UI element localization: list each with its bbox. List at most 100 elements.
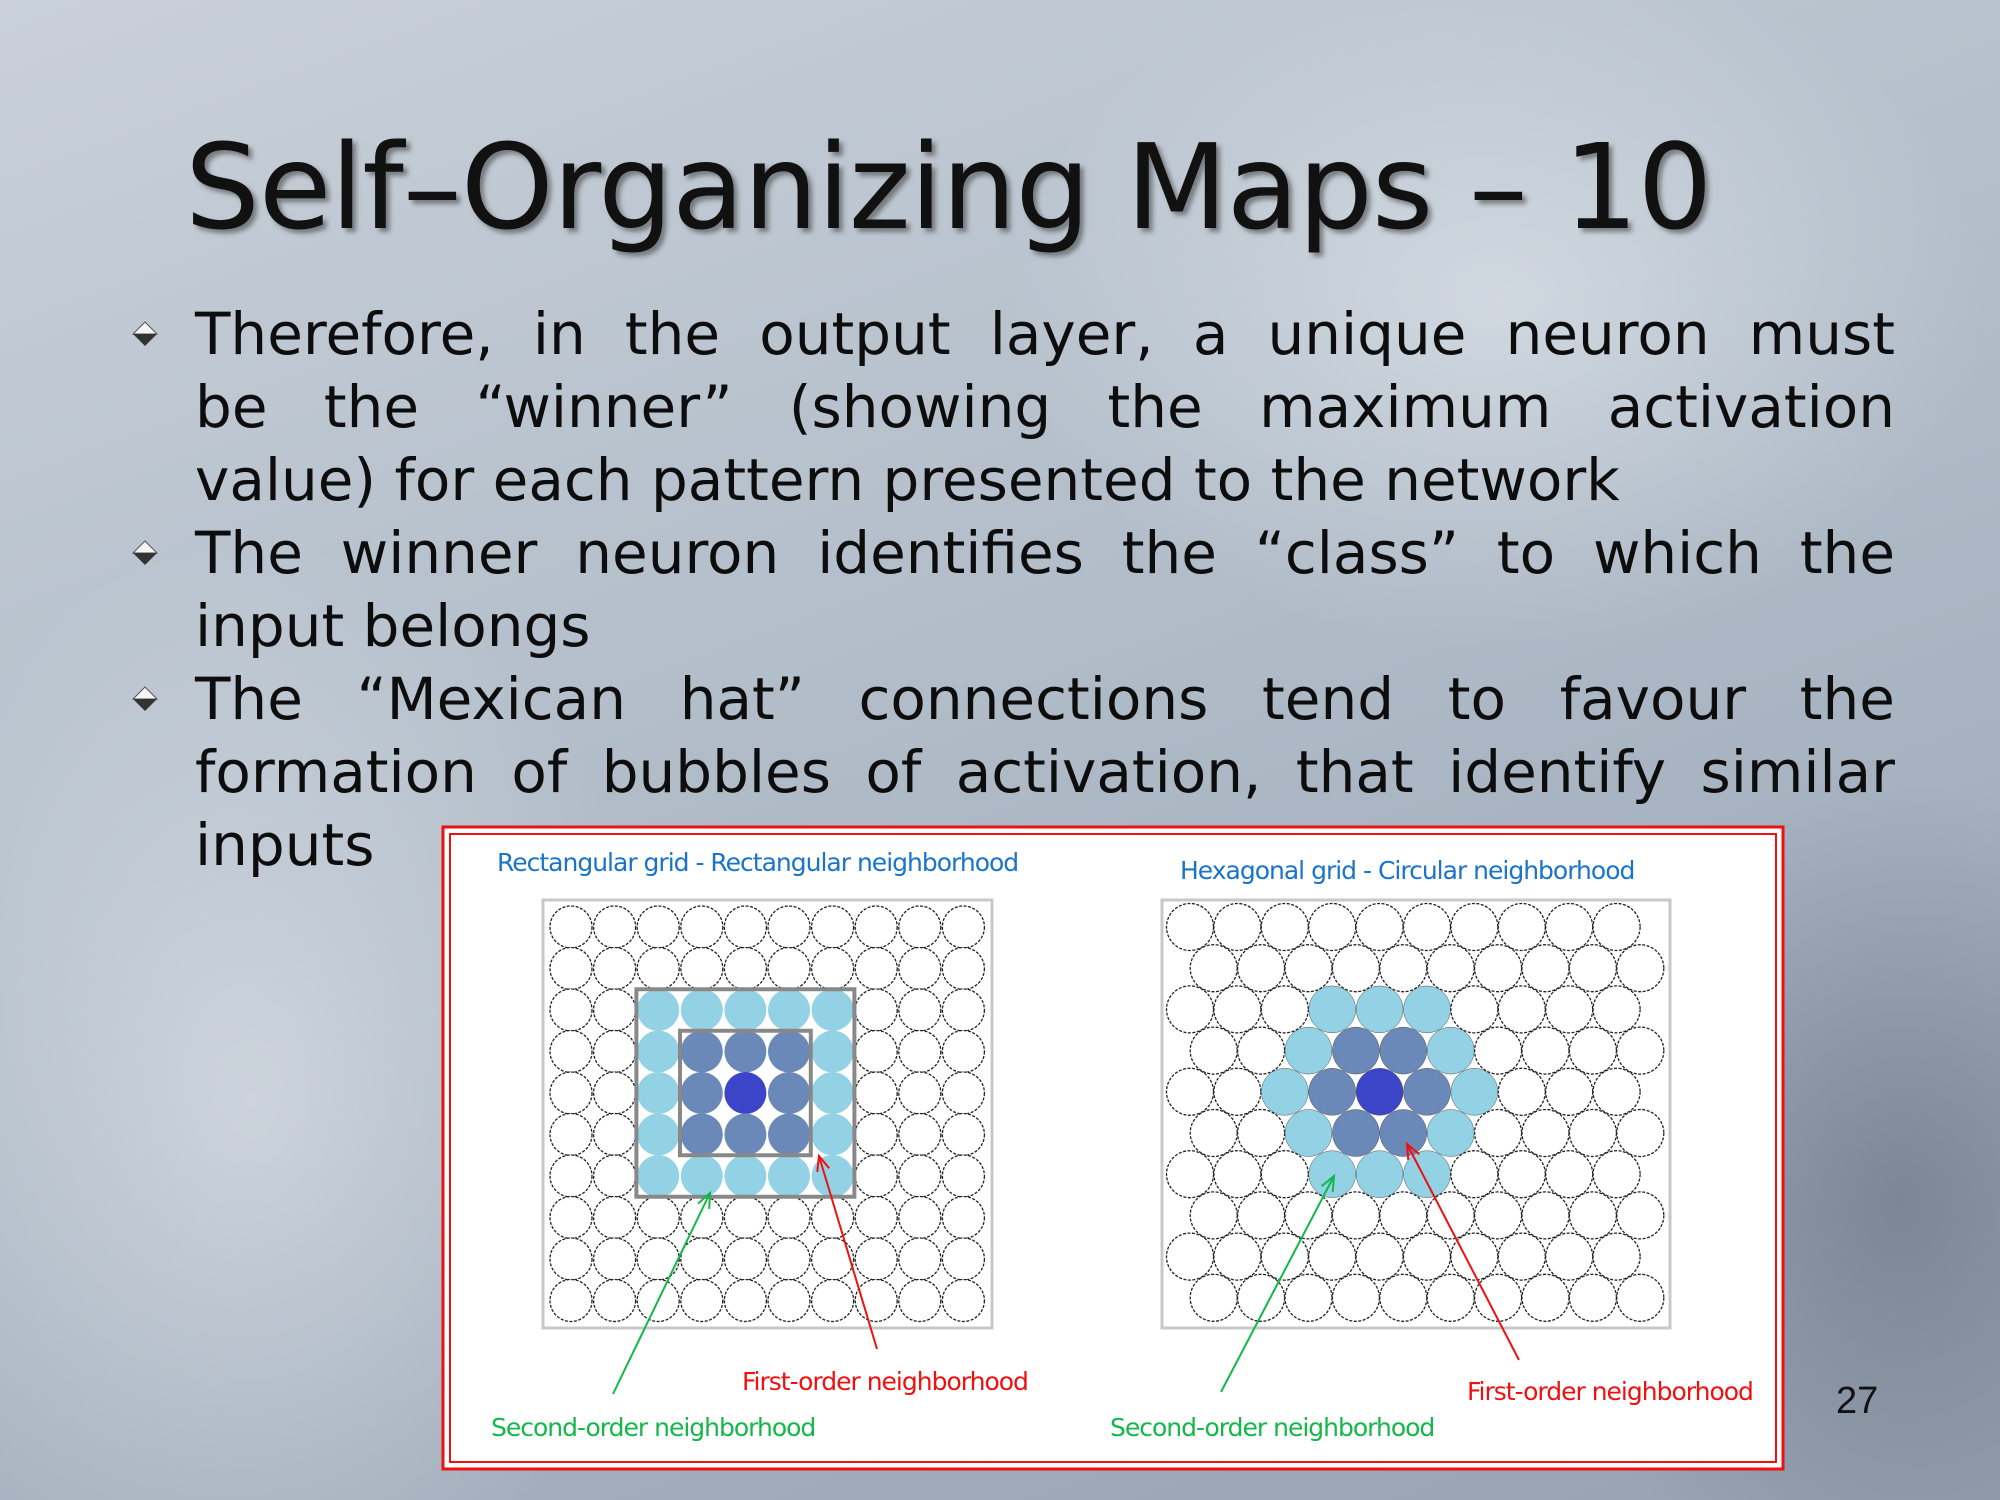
neuron [592,1195,637,1240]
arrows [612,1141,1520,1395]
neuron [1426,944,1475,993]
second-order-neuron [1426,1026,1475,1075]
neuron [898,1237,942,1281]
hex-grid-panel [1160,898,1672,1330]
neuron [1260,985,1309,1034]
neuron [767,1278,811,1323]
winner-neuron [1355,1068,1404,1116]
second-order-neuron [1284,1026,1333,1075]
second-order-neuron [811,1030,854,1073]
neuron [1616,1026,1665,1075]
neuron [549,1237,593,1281]
neuron [941,946,986,991]
neuron [1450,1150,1499,1199]
neuron [723,1278,768,1323]
neuron [941,1029,986,1074]
neuron [1402,1232,1452,1281]
neuron [1189,1108,1238,1158]
neuron [1213,1067,1262,1116]
neuron [1545,1150,1594,1199]
neuron [592,946,637,991]
neuron [854,1237,898,1281]
hex-second-order-label: Second-order neighborhood [1110,1413,1435,1442]
second-order-neuron [1355,985,1404,1034]
neuron [1165,1067,1215,1116]
neuron [1497,1067,1546,1116]
neuron [854,1278,898,1323]
second-order-neuron [1308,985,1356,1034]
neuron [636,905,680,949]
rect-second-order-arrow-head [697,1190,712,1210]
first-order-neuron [768,1072,810,1114]
neuron [1189,1273,1238,1322]
second-order-neuron [1355,1150,1404,1198]
hex-grid-title: Hexagonal grid - Circular neighborhood [1180,856,1635,885]
first-order-neuron [1332,1109,1380,1157]
neuron [680,905,724,949]
neuron [1213,902,1262,952]
second-order-neuron [637,989,680,1031]
second-order-neuron [724,989,767,1031]
neuron [1426,1273,1475,1322]
second-order-box [634,987,857,1199]
neuron [1450,1232,1499,1281]
neuron [592,1154,637,1198]
hex-first-order-arrow-head [1405,1141,1420,1161]
neuron [810,1195,855,1240]
second-order-neuron [1426,1109,1475,1157]
neuron [767,946,811,991]
neuron [1308,902,1357,952]
neuron [941,1154,986,1198]
neuron [549,1154,593,1198]
neuron [1521,944,1570,993]
rect-second-order-arrow [612,1192,711,1395]
neuron [549,1112,593,1157]
neuron [767,1195,811,1240]
neuron [1545,1067,1594,1116]
first-order-neuron [1308,1068,1356,1116]
first-order-neuron [680,1072,723,1114]
neuron [854,1154,898,1198]
neuron [941,905,986,949]
first-order-neuron [724,1030,767,1073]
neuron [1236,1026,1286,1075]
neuron [767,1237,811,1281]
neuron [941,1195,986,1240]
second-order-neuron [680,1155,723,1197]
neuron [1355,1232,1404,1281]
first-order-box [678,1028,813,1158]
neuron [1165,985,1215,1034]
first-order-neuron [680,1113,723,1156]
first-order-neuron [1379,1026,1428,1075]
diamond-bullet-icon [131,686,159,711]
rect-grid-title: Rectangular grid - Rectangular neighborh… [497,848,1019,877]
first-order-neuron [768,1113,810,1156]
slide-title: Self–Organizing Maps – 10 [185,118,1713,256]
bullet-line: input belongs [195,592,591,660]
neuron [1521,1108,1570,1158]
neuron [723,1237,768,1281]
neuron [1545,902,1594,952]
neuron [810,946,855,991]
bullet-line: inputs [195,811,375,879]
second-order-neuron [1403,985,1451,1034]
neuron [898,1029,942,1074]
neuron [941,1071,986,1115]
neuron [1592,985,1641,1034]
neuron [592,1112,637,1157]
neuron [1568,944,1618,993]
neuron [854,1071,898,1115]
neuron [1497,1150,1546,1199]
neuron [1284,1191,1333,1240]
neuron [1331,1273,1381,1322]
neuron [1236,944,1286,993]
neuron [1308,1232,1357,1281]
neuron [810,1278,855,1323]
neuron [1379,1273,1428,1322]
bullet-list: Therefore, in the output layer, a unique… [131,298,1895,882]
bullet-item: The “Mexican hat” connections tend to fa… [131,663,1895,882]
neuron [1592,1232,1641,1281]
neuron [854,1029,898,1074]
neuron [592,1029,637,1074]
second-order-neuron [768,1155,810,1197]
